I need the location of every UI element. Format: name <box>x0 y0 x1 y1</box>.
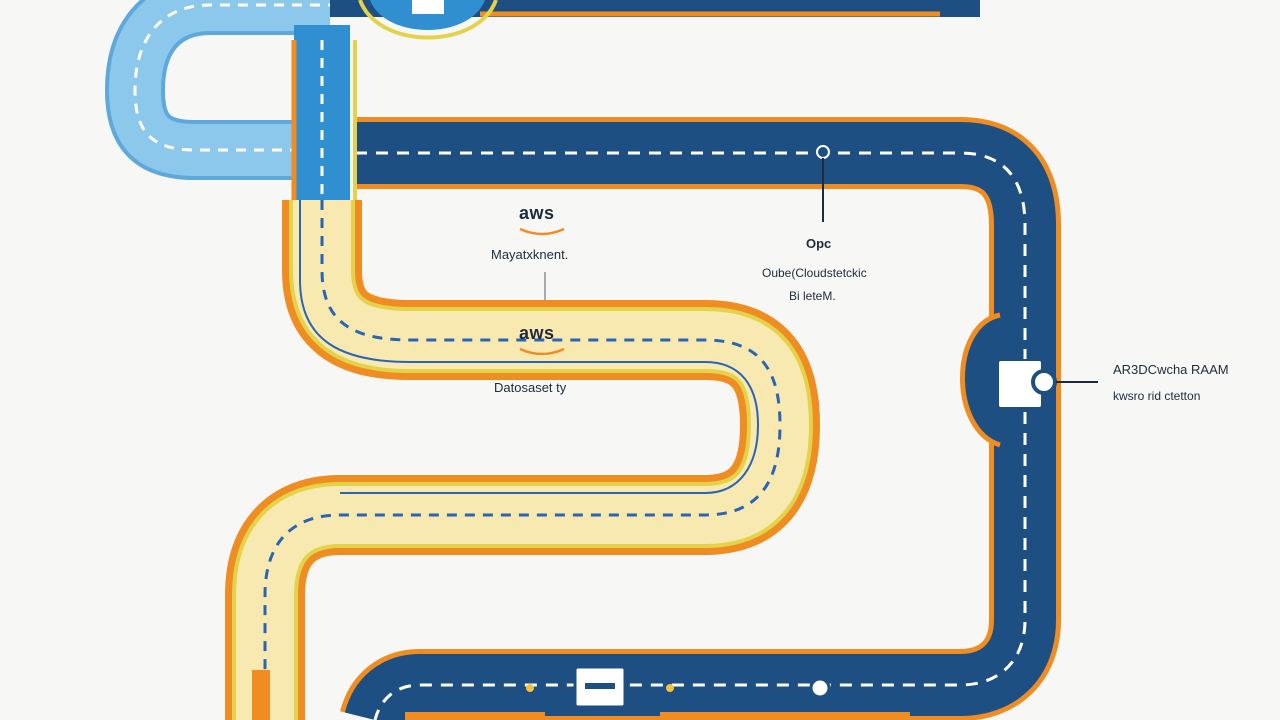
ops-line-1: Oube(Cloudstetckic <box>762 266 867 280</box>
top-checkpoint-marker <box>358 0 498 40</box>
aws-logo-top: aws <box>519 203 555 223</box>
right-checkpoint-marker <box>960 312 1098 448</box>
light-blue-road-segment <box>104 0 330 180</box>
aws-smile-mid-icon <box>519 347 565 356</box>
aws-logo-mid: aws <box>519 323 555 343</box>
bottom-left-marker <box>252 670 270 720</box>
right-checkpoint-subtitle: kwsro rid ctetton <box>1113 389 1201 403</box>
aws-smile-top-icon <box>519 227 565 236</box>
bottom-checkpoint-markers <box>405 665 910 720</box>
cream-road-serpentine <box>225 200 821 720</box>
ops-line-2: Bi leteM. <box>789 289 836 303</box>
ops-title: Opc <box>806 236 832 251</box>
management-label: Mayatxknent. <box>491 247 569 262</box>
ops-pointer <box>816 145 830 222</box>
dark-blue-road <box>340 117 1061 720</box>
datasheet-label: Datosaset ty <box>494 380 567 395</box>
right-checkpoint-title: AR3DCwcha RAAM <box>1113 362 1229 377</box>
